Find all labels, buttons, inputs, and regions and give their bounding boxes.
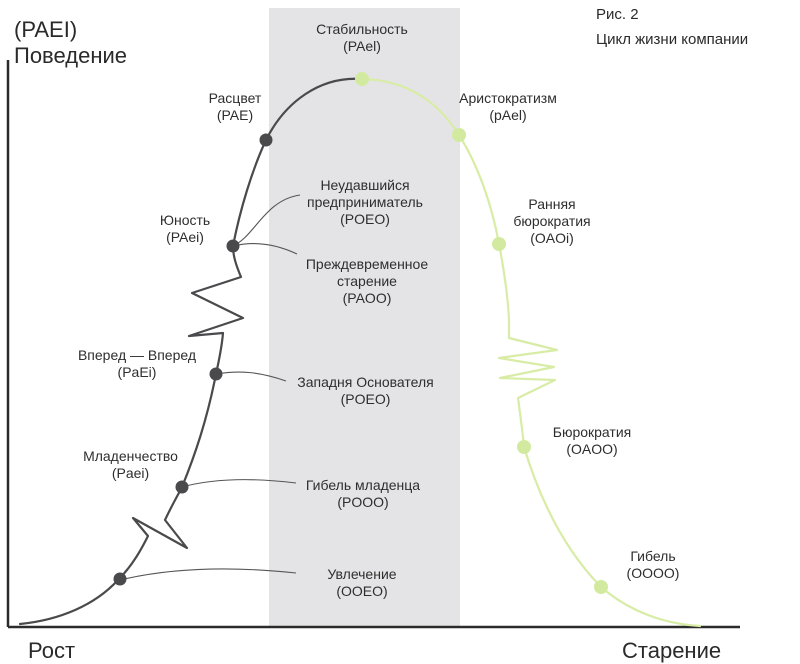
connector-prezhdevremennoe: [232, 243, 298, 255]
dot-byurokratiya: [517, 440, 531, 454]
label-vpered-vpered: Вперед — Вперед(PaEi): [77, 347, 197, 380]
stability-band: [269, 8, 460, 626]
y-axis-label-bottom: Поведение: [14, 43, 127, 68]
dot-vpered: [209, 367, 223, 381]
dot-stabilnost: [355, 72, 369, 86]
dot-uvlechenie: [113, 572, 127, 586]
label-byurokratiya: Бюрократия(OAOO): [552, 424, 632, 457]
label-aristokratizm: Аристократизм(pAel): [459, 90, 557, 123]
x-axis-label-right: Старение: [622, 638, 722, 663]
growth-dots: [113, 133, 273, 586]
connector-zapadnya: [215, 371, 287, 382]
x-axis-label-left: Рост: [28, 638, 76, 663]
dot-gibel: [594, 580, 608, 594]
label-uvlechenie: Увлечение(OOEO): [327, 566, 397, 599]
dot-aristokratizm: [452, 128, 466, 142]
label-yunost: Юность(PAei): [159, 212, 211, 245]
dot-rascvet: [259, 133, 273, 147]
dot-mladenchestvo: [175, 480, 189, 494]
figure-number: Рис. 2: [596, 6, 639, 23]
connector-uvlechenie: [119, 568, 297, 581]
y-axis-label-top: (PAEI): [14, 17, 78, 42]
figure-title: Цикл жизни компании: [596, 31, 749, 48]
label-zapadnya-osnovatelya: Западня Основателя(POEO): [297, 374, 434, 407]
connector-gibel-mladenca: [181, 479, 297, 488]
connector-neudavshiysya: [232, 194, 301, 247]
dot-rannyaya-byurokratiya: [492, 237, 506, 251]
aging-dots: [355, 72, 608, 594]
dot-yunost: [226, 239, 240, 253]
label-rascvet: Расцвет(PAE): [208, 90, 262, 123]
label-gibel: Гибель(OOOO): [626, 548, 680, 581]
label-stabilnost: Стабильность(PAel): [316, 21, 408, 54]
connector-lines: [119, 194, 301, 581]
label-gibel-mladenca: Гибель младенца(POOO): [305, 477, 421, 510]
label-mladenchestvo: Младенчество(Paei): [83, 448, 178, 481]
